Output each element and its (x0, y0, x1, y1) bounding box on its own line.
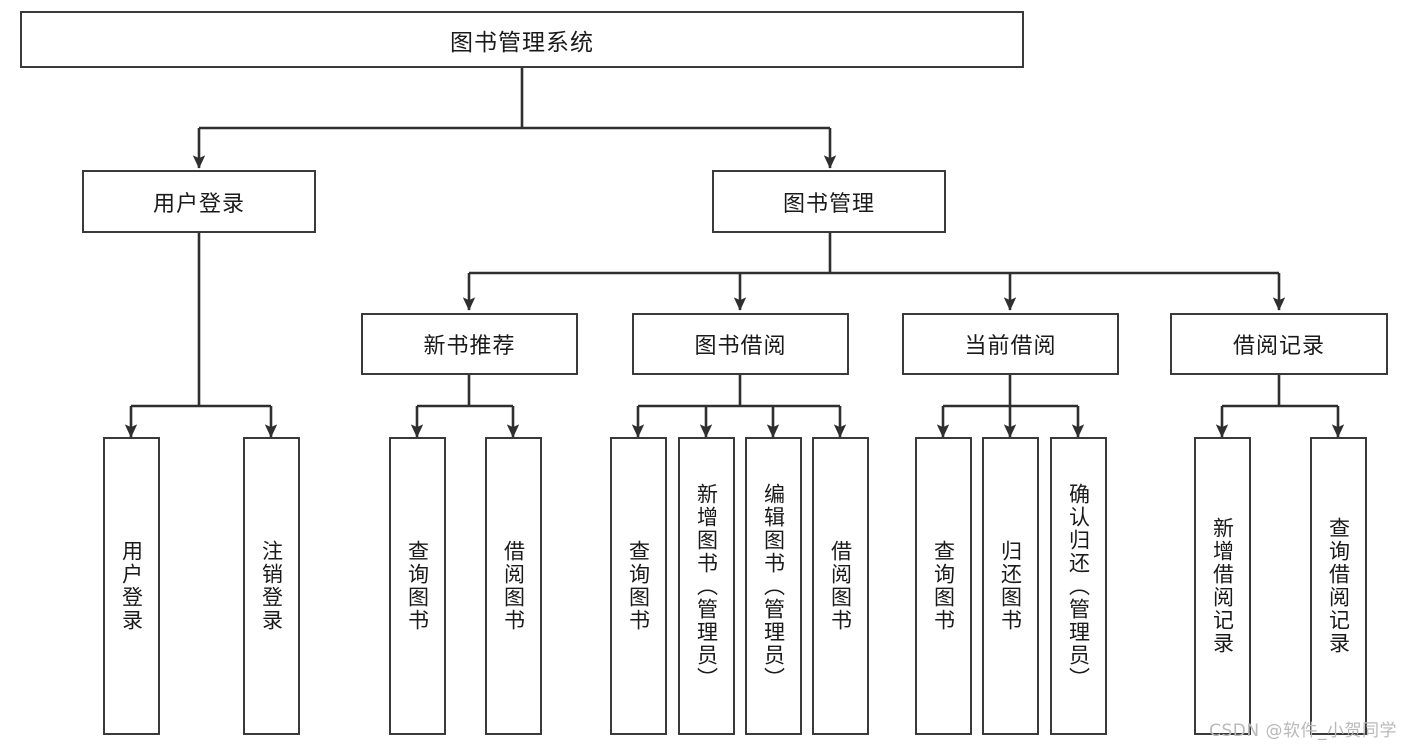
node-label: 查询图书 (405, 540, 430, 632)
node-leaf-borrow-book-2[interactable]: 借阅图书 (812, 437, 869, 735)
node-new-book-recommend[interactable]: 新书推荐 (361, 313, 578, 375)
node-label: 图书管理 (782, 191, 875, 217)
node-leaf-return-book[interactable]: 归还图书 (982, 437, 1039, 735)
node-leaf-logout-login[interactable]: 注销登录 (243, 437, 300, 735)
node-leaf-borrow-book-1[interactable]: 借阅图书 (485, 437, 542, 735)
node-label: 编辑图书（管理员） (761, 482, 786, 690)
node-label: 新增图书（管理员） (694, 482, 719, 690)
node-leaf-query-book-2[interactable]: 查询图书 (610, 437, 667, 735)
node-label: 新增借阅记录 (1210, 517, 1235, 655)
node-label: 用户登录 (152, 191, 245, 217)
node-leaf-confirm-return[interactable]: 确认归还（管理员） (1050, 437, 1107, 735)
node-leaf-query-record[interactable]: 查询借阅记录 (1310, 437, 1367, 735)
node-root-book-management-system[interactable]: 图书管理系统 (20, 11, 1024, 68)
node-label: 借阅图书 (828, 540, 853, 632)
node-label: 当前借阅 (964, 334, 1057, 359)
node-label: 新书推荐 (423, 334, 516, 359)
node-leaf-add-record[interactable]: 新增借阅记录 (1194, 437, 1251, 735)
node-leaf-query-book-1[interactable]: 查询图书 (389, 437, 446, 735)
node-leaf-add-book[interactable]: 新增图书（管理员） (678, 437, 735, 735)
csdn-watermark: CSDN @软件_小贺同学 (1209, 721, 1397, 741)
node-user-login[interactable]: 用户登录 (82, 170, 316, 233)
node-label: 查询图书 (931, 540, 956, 632)
node-label: 借阅图书 (501, 540, 526, 632)
node-label: 借阅记录 (1232, 334, 1325, 359)
node-leaf-query-book-3[interactable]: 查询图书 (915, 437, 972, 735)
node-label: 查询图书 (626, 540, 651, 632)
node-label: 确认归还（管理员） (1066, 482, 1091, 690)
node-leaf-user-login[interactable]: 用户登录 (103, 437, 160, 735)
node-label: 图书借阅 (694, 334, 787, 359)
node-book-borrow[interactable]: 图书借阅 (632, 313, 849, 375)
node-label: 图书管理系统 (450, 29, 594, 56)
node-leaf-edit-book[interactable]: 编辑图书（管理员） (745, 437, 802, 735)
node-current-borrow[interactable]: 当前借阅 (902, 313, 1119, 375)
node-label: 查询借阅记录 (1326, 517, 1351, 655)
node-book-management[interactable]: 图书管理 (712, 170, 946, 233)
node-label: 注销登录 (259, 540, 284, 632)
node-label: 归还图书 (998, 540, 1023, 632)
node-borrow-record[interactable]: 借阅记录 (1170, 313, 1388, 375)
node-label: 用户登录 (119, 540, 144, 632)
